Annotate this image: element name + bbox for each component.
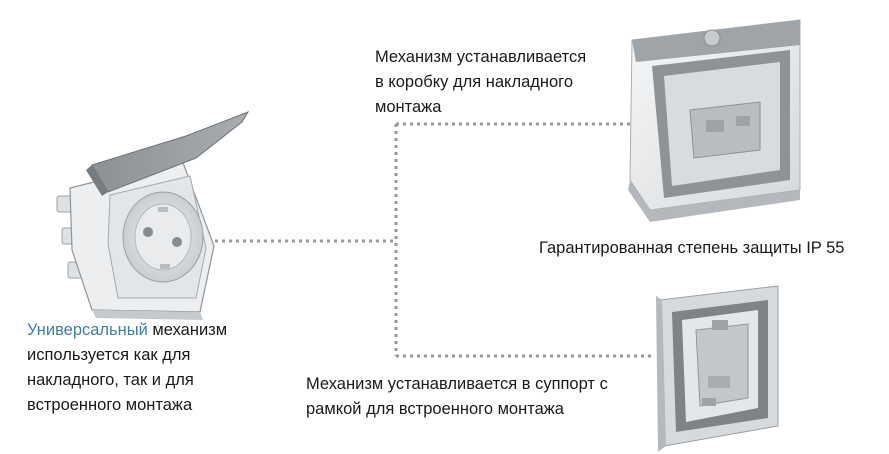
surface-box-caption: Механизм устанавливается в коробку для н…	[375, 45, 586, 120]
universal-caption-rest: механизм	[147, 321, 228, 339]
universal-caption-line-3: накладного, так и для	[27, 371, 194, 389]
protection-caption: Гарантированная степень защиты IP 55	[539, 239, 845, 257]
universal-caption-line-1: Универсальный механизм	[27, 318, 227, 343]
flush-mount-caption: Механизм устанавливается в суппорт с рам…	[306, 372, 608, 422]
flush-mount-caption-line-2: рамкой для встроенного монтажа	[306, 400, 564, 418]
universal-caption-line-4: встроенного монтажа	[27, 396, 193, 414]
flush-frame-image	[656, 285, 779, 452]
flush-mount-caption-line-1: Механизм устанавливается в суппорт с	[306, 375, 608, 393]
surface-box-image	[628, 19, 801, 222]
universal-caption: Универсальный механизм используется как …	[27, 318, 227, 418]
connector-lines	[208, 122, 655, 358]
surface-box-caption-line-1: Механизм устанавливается	[375, 48, 587, 66]
universal-keyword: Универсальный	[27, 321, 148, 339]
surface-box-caption-line-3: монтажа	[375, 98, 442, 116]
surface-box-caption-line-2: в коробку для накладного	[375, 73, 573, 91]
universal-mechanism-image	[56, 111, 250, 320]
universal-caption-line-2: используется как для	[27, 346, 191, 364]
